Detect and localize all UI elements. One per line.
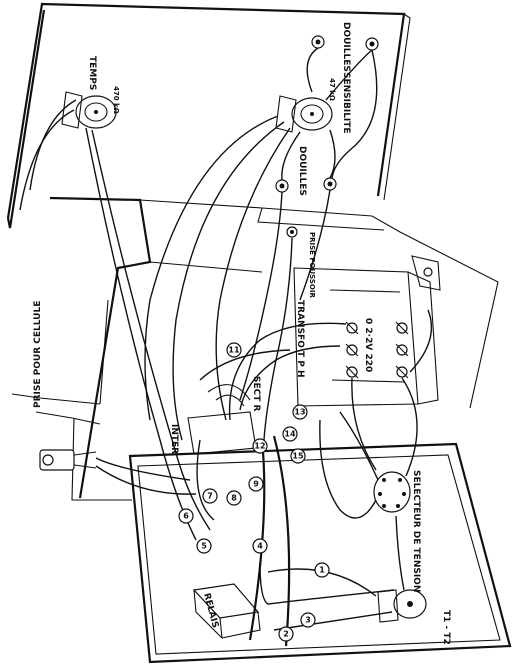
label-secteur: SECT R <box>251 376 261 412</box>
wire-badge-2: 2 <box>278 626 294 642</box>
wire-badge-13: 13 <box>292 404 308 420</box>
upper-panel <box>6 2 411 229</box>
potentiometer-temps <box>61 91 117 129</box>
svg-text:7: 7 <box>207 492 213 501</box>
mains-switch <box>187 384 257 455</box>
svg-text:14: 14 <box>284 430 296 439</box>
label-douilles-mid: DOUILLES <box>297 146 307 196</box>
svg-text:11: 11 <box>228 346 240 355</box>
label-t1-t2: T1 - T2 <box>441 610 451 645</box>
wire-badge-15: 15 <box>290 448 306 464</box>
svg-text:4: 4 <box>257 542 263 551</box>
potentiometer-sensibilite <box>275 95 333 133</box>
svg-text:13: 13 <box>294 408 305 417</box>
svg-text:5: 5 <box>201 542 207 551</box>
wire-number-badges: 1 2 3 4 5 6 7 8 9 11 12 13 14 15 <box>178 342 330 642</box>
wires <box>19 47 433 647</box>
label-temps: TEMPS <box>87 56 97 90</box>
label-sensibilite: SENSIBILITE <box>341 72 351 134</box>
label-selecteur: SELECTEUR DE TENSION <box>411 470 421 592</box>
label-douilles-top: DOUILLES <box>341 22 351 72</box>
svg-text:9: 9 <box>253 480 259 489</box>
svg-text:3: 3 <box>305 616 311 625</box>
transformer <box>293 255 441 407</box>
wire-badge-1: 1 <box>314 562 330 578</box>
wire-badge-11: 11 <box>226 342 242 358</box>
voltage-selector <box>373 471 411 513</box>
label-transfo: TRANSFO T P H <box>295 300 305 378</box>
wire-badge-14: 14 <box>282 426 298 442</box>
svg-text:2: 2 <box>283 630 289 639</box>
svg-text:1: 1 <box>319 566 325 575</box>
wire-badge-4: 4 <box>252 538 268 554</box>
svg-text:15: 15 <box>292 452 304 461</box>
wire-badge-7: 7 <box>202 488 218 504</box>
front-panel <box>128 442 512 664</box>
label-prise-poussoir: PRISE POUSSOIR <box>308 232 316 298</box>
label-sensibilite-value: 47 kΩ <box>328 78 336 101</box>
relay <box>192 583 261 639</box>
chassis-body <box>11 196 499 501</box>
label-inter: INTER <box>169 424 179 454</box>
t1-t2-component <box>377 589 427 623</box>
svg-text:12: 12 <box>254 442 265 451</box>
wire-badge-12: 12 <box>252 438 268 454</box>
transformer-terminals <box>345 321 409 379</box>
wire-badge-6: 6 <box>178 508 194 524</box>
cell-socket <box>39 449 97 471</box>
wire-badge-9: 9 <box>248 476 264 492</box>
svg-text:8: 8 <box>231 494 237 503</box>
label-prise-pour-cellule: PRISE POUR CELLULE <box>33 301 43 408</box>
wire-badge-3: 3 <box>300 612 316 628</box>
svg-text:6: 6 <box>183 512 189 521</box>
wire-badge-8: 8 <box>226 490 242 506</box>
label-transfo-taps: 0 2·2V 220 <box>363 318 373 372</box>
label-temps-value: 470 kΩ <box>112 86 120 114</box>
wire-badge-5: 5 <box>196 538 212 554</box>
